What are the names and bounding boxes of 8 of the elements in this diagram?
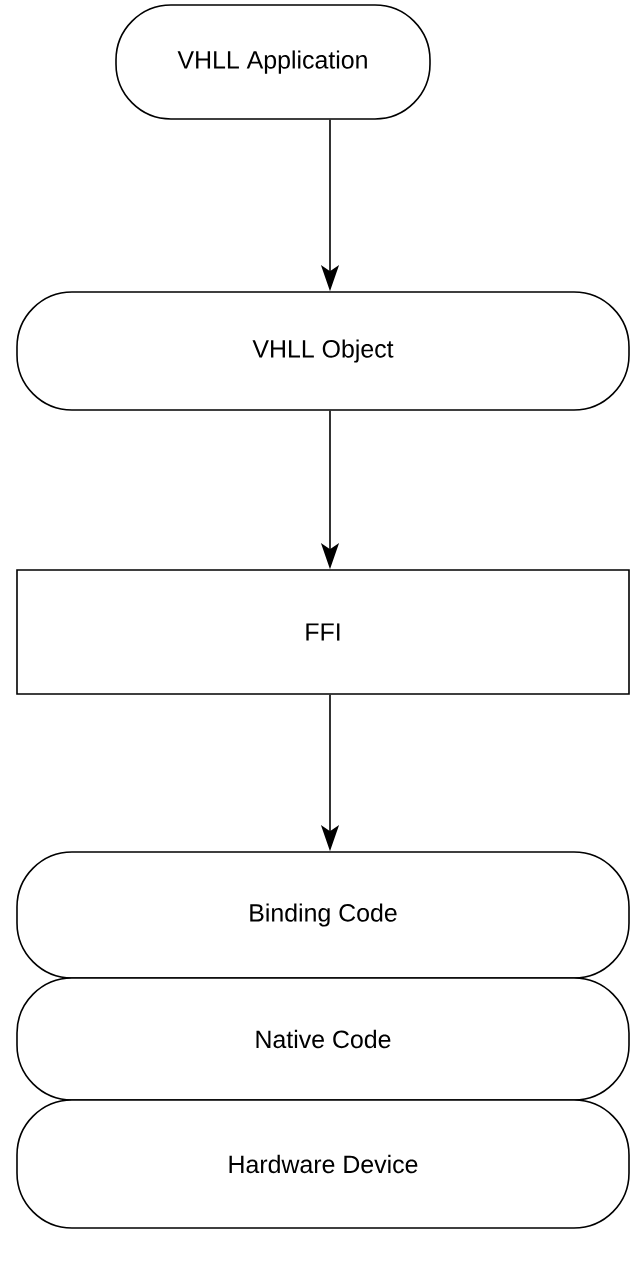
rounded-box: VHLL Object xyxy=(16,291,630,411)
rounded-box: VHLL Application xyxy=(115,4,431,120)
rounded-box: Native Code xyxy=(16,977,630,1101)
node-label: Native Code xyxy=(256,1029,391,1049)
process-box: FFI xyxy=(16,569,630,695)
rounded-box: Hardware Device xyxy=(16,1099,630,1229)
node-label: Hardware Device xyxy=(229,1154,418,1174)
rounded-box: Binding Code xyxy=(16,851,630,979)
